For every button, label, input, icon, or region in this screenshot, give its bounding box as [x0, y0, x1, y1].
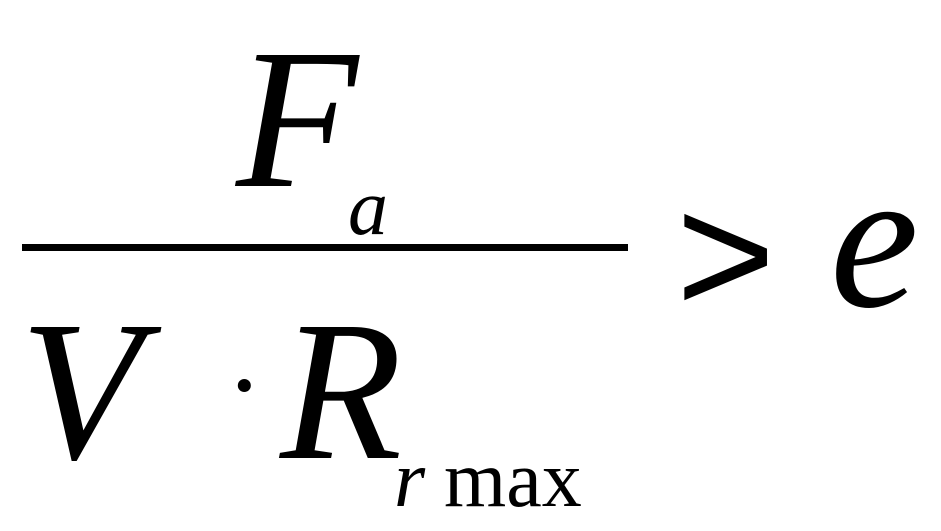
greater-than-sign: > — [676, 160, 776, 350]
denominator-first: V — [20, 281, 143, 502]
denominator-second: R — [280, 281, 403, 502]
fraction-bar — [22, 244, 628, 251]
multiplication-dot: · — [226, 324, 263, 446]
numerator-symbol: F — [236, 9, 359, 230]
rhs-symbol: e — [830, 129, 919, 350]
numerator-subscript: a — [348, 164, 388, 252]
denominator-subscript-var: r — [394, 436, 426, 524]
denominator-subscript-text: max — [444, 436, 582, 524]
